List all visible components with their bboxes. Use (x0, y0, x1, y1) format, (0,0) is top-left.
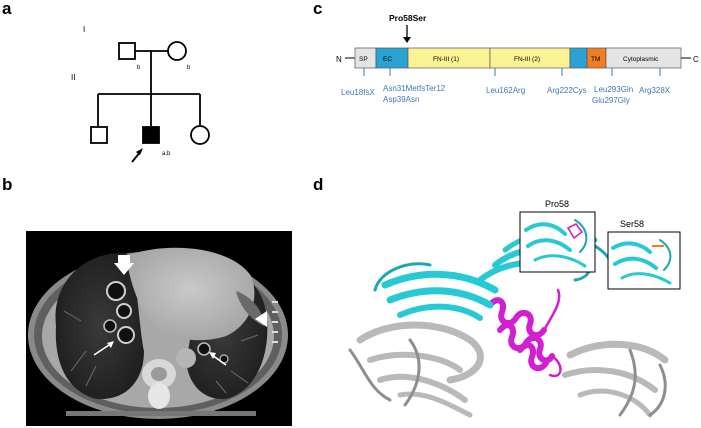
brother-square (91, 127, 107, 143)
proband-annotation: a,b (162, 151, 171, 157)
variant-label: Arg328X (639, 86, 671, 95)
generation-label-2: II (71, 73, 75, 82)
variant-top-label: Pro58Ser (389, 13, 427, 23)
c-terminus: C (693, 55, 699, 64)
grey-chain (350, 325, 665, 415)
generation-label-1: I (83, 25, 85, 34)
proband-square (143, 127, 159, 143)
variant-label: Glu297Gly (592, 96, 630, 105)
domain-label-fn3-1: FN-III (1) (433, 56, 459, 63)
variant-label: Leu293Gln (594, 85, 633, 94)
variant-ticks (364, 68, 660, 76)
domain-label-cytoplasmic: Cytoplasmic (623, 56, 659, 63)
variant-label: Leu18fsX (341, 88, 375, 97)
father-square (119, 43, 135, 59)
panel-letter-b: b (2, 176, 12, 193)
domain-label-fn3-2: FN-III (2) (514, 56, 540, 63)
domain-label-tm: TM (591, 56, 600, 63)
protein-structure: Pro58 Ser58 (330, 190, 701, 428)
n-terminus: N (336, 55, 342, 64)
pedigree: I II b b a,b (0, 0, 330, 170)
variant-label: Leu162Arg (486, 86, 525, 95)
domain-label-sp: SP (359, 56, 368, 63)
inset-ser58-label: Ser58 (620, 219, 644, 229)
inset-pro58-label: Pro58 (545, 199, 569, 209)
father-annotation: b (137, 65, 141, 71)
domain-ec-2 (570, 48, 587, 68)
panel-letter-c: c (313, 0, 322, 17)
panel-letter-d: d (313, 176, 323, 193)
sister-circle (191, 126, 209, 144)
variant-label: Arg222Cys (547, 86, 587, 95)
mother-annotation: b (187, 65, 191, 71)
domain-label-ec: EC (383, 56, 392, 63)
variant-label: Asn31MetfsTer12 (383, 84, 446, 93)
magenta-chain (490, 290, 560, 376)
domain-map: Pro58Ser N C SP EC FN-III (1) FN-III (2)… (330, 0, 701, 120)
mother-circle (168, 42, 186, 60)
variant-label: Asp39Asn (383, 95, 419, 104)
ct-scan-image (26, 231, 292, 426)
